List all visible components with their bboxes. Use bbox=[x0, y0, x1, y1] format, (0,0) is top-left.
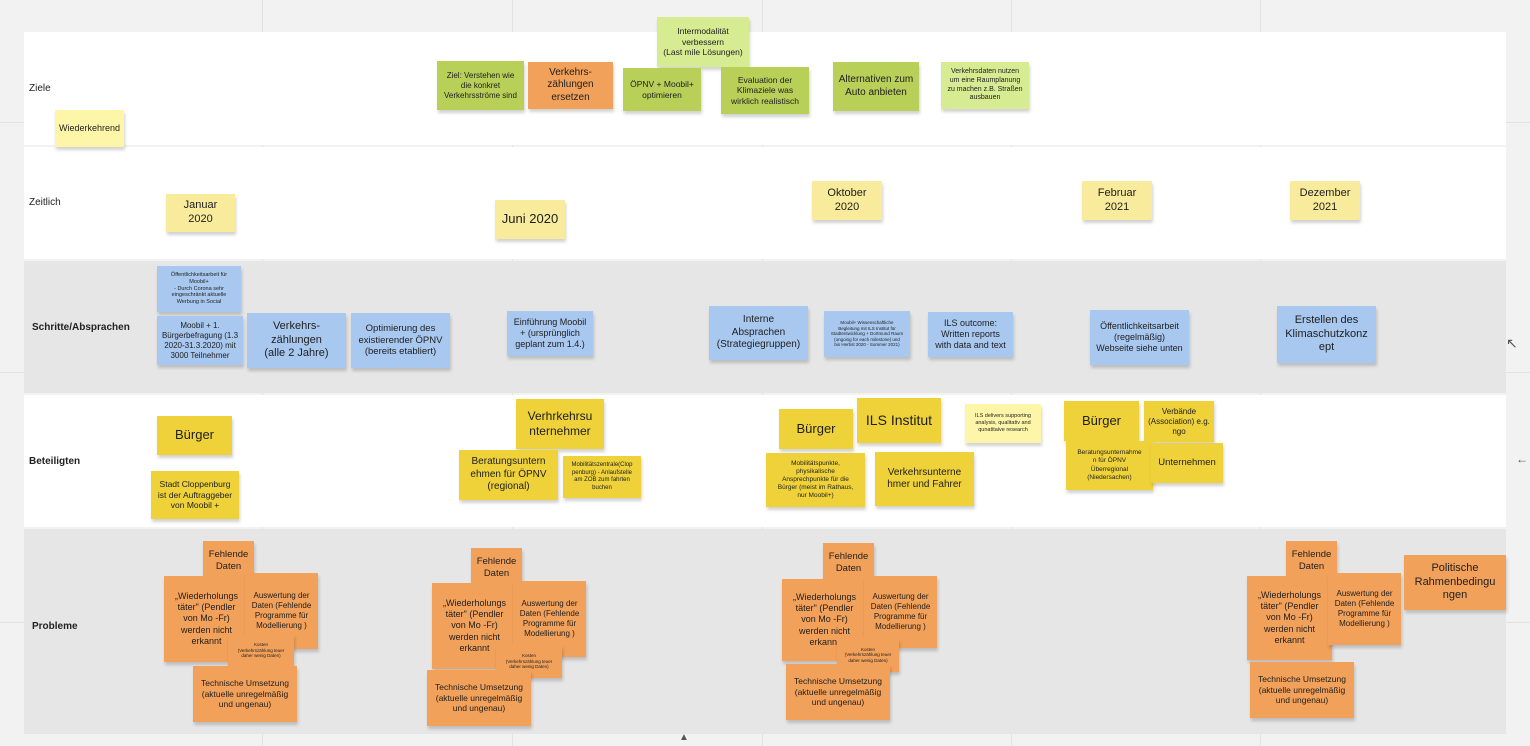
sticky-note-oktober-2020[interactable]: Oktober 2020 bbox=[812, 181, 882, 220]
sticky-note-oepnv-optimieren[interactable]: ÖPNV + Moobil+ optimieren bbox=[623, 68, 701, 111]
lane-beteiligten bbox=[24, 395, 1506, 527]
sticky-note-verbaende[interactable]: Verbände (Association) e.g. ngo bbox=[1144, 401, 1214, 442]
sticky-note-beratung-regional[interactable]: Beratungsuntern ehmen für ÖPNV (regional… bbox=[459, 450, 558, 500]
lane-title-beteiligten: Beteiligten bbox=[29, 456, 81, 467]
sticky-note-februar-2021[interactable]: Februar 2021 bbox=[1082, 181, 1152, 220]
sticky-note-politische-rahmenbedingungen[interactable]: Politische Rahmenbedingu ngen bbox=[1404, 555, 1506, 610]
arrow-collapse-icon[interactable]: ↖ bbox=[1506, 335, 1518, 351]
sticky-note-kosten[interactable]: Kosten (Verkehrszählung teuer daher weni… bbox=[228, 634, 294, 667]
sticky-note-mobilitaetspunkte[interactable]: Mobilitätspunkte, physikalische Ansprech… bbox=[766, 453, 865, 507]
sticky-note-intermodalitaet[interactable]: Intermodalität verbessern (Last mile Lös… bbox=[657, 17, 749, 67]
sticky-note-auswertung-daten[interactable]: Auswertung der Daten (Fehlende Programme… bbox=[513, 581, 586, 657]
sticky-note-ziel-verstehen[interactable]: Ziel: Verstehen wie die konkret Verkehrs… bbox=[437, 61, 524, 110]
sticky-note-ils-institut[interactable]: ILS Institut bbox=[857, 398, 941, 443]
sticky-note-unternehmen[interactable]: Unternehmen bbox=[1151, 443, 1223, 483]
sticky-note-technische-umsetzung[interactable]: Technische Umsetzung (aktuelle unregelmä… bbox=[786, 664, 890, 720]
sticky-note-auswertung-daten[interactable]: Auswertung der Daten (Fehlende Programme… bbox=[864, 576, 937, 648]
sticky-note-buergerbefragung[interactable]: Moobil + 1. Bürgerbefragung (1.3 2020-31… bbox=[157, 316, 243, 365]
sticky-note-mobilitaetszentrale[interactable]: Mobilitätszentrale(Clop penburg) - Anlau… bbox=[563, 456, 641, 498]
sticky-note-oeffentlichkeitsarbeit-moobil[interactable]: Öffentlichkeitsarbeit für Moobil+ - Durc… bbox=[157, 266, 241, 312]
sticky-note-ils-outcome[interactable]: ILS outcome: Written reports with data a… bbox=[928, 312, 1013, 357]
lane-title-schritte: Schritte/Absprachen bbox=[32, 322, 130, 333]
sticky-note-technische-umsetzung[interactable]: Technische Umsetzung (aktuelle unregelmä… bbox=[193, 666, 297, 722]
lane-title-zeitlich: Zeitlich bbox=[29, 197, 61, 208]
sticky-note-technische-umsetzung[interactable]: Technische Umsetzung (aktuelle unregelmä… bbox=[427, 670, 531, 726]
sticky-note-wissenschaftliche-begleitung[interactable]: Moobil+ Wissenschaftliche Begleitung mit… bbox=[824, 311, 910, 357]
sticky-note-fehlende-daten[interactable]: Fehlende Daten bbox=[1286, 541, 1337, 581]
sticky-note-buerger-2[interactable]: Bürger bbox=[779, 409, 853, 449]
sticky-note-fehlende-daten[interactable]: Fehlende Daten bbox=[823, 543, 874, 583]
sticky-note-interne-absprachen[interactable]: Interne Absprachen (Strategiegruppen) bbox=[709, 306, 808, 360]
sticky-note-beratung-ueberregional[interactable]: Beratungsunternahme n für ÖPNV Überregio… bbox=[1066, 441, 1153, 490]
sticky-note-fehlende-daten[interactable]: Fehlende Daten bbox=[471, 548, 522, 588]
sticky-note-evaluation[interactable]: Evaluation der Klimaziele was wirklich r… bbox=[721, 67, 809, 114]
sticky-note-verkehrsunternehmer[interactable]: Verhrkehrsu nternehmer bbox=[516, 399, 604, 449]
sticky-note-alternativen[interactable]: Alternativen zum Auto anbieten bbox=[833, 62, 919, 111]
sticky-note-verkehrsunternehmer-fahrer[interactable]: Verkehrsunterne hmer und Fahrer bbox=[875, 452, 974, 506]
sticky-note-stadt-cloppenburg[interactable]: Stadt Cloppenburg ist der Auftraggeber v… bbox=[151, 471, 239, 519]
lane-title-probleme: Probleme bbox=[32, 621, 78, 632]
sticky-note-juni-2020[interactable]: Juni 2020 bbox=[495, 200, 565, 239]
sticky-note-buerger-3[interactable]: Bürger bbox=[1064, 401, 1139, 441]
sticky-note-wiederholungstaeter[interactable]: „Wiederholungs täter" (Pendler von Mo -F… bbox=[1247, 576, 1332, 660]
arrow-left-icon[interactable]: ← bbox=[1516, 452, 1528, 466]
sticky-note-technische-umsetzung[interactable]: Technische Umsetzung (aktuelle unregelmä… bbox=[1250, 662, 1354, 718]
sticky-note-optimierung-oepnv[interactable]: Optimierung des existierender ÖPNV (bere… bbox=[351, 313, 450, 368]
sticky-note-klimaschutzkonzept[interactable]: Erstellen des Klimaschutzkonz ept bbox=[1277, 306, 1376, 363]
sticky-note-verkehrszaehlungen[interactable]: Verkehrs- zählungen (alle 2 Jahre) bbox=[247, 313, 346, 368]
sticky-note-verkehrsdaten[interactable]: Verkehrsdaten nutzen um eine Raumplanung… bbox=[941, 62, 1029, 109]
sticky-note-einfuehrung-moobil[interactable]: Einführung Moobil + (ursprünglich geplan… bbox=[507, 311, 593, 356]
sticky-note-ils-delivers[interactable]: ILS delivers supporting analysis, qualit… bbox=[965, 404, 1041, 443]
sticky-note-verkehrszaehlungen-ersetzen[interactable]: Verkehrs- zählungen ersetzen bbox=[528, 62, 613, 109]
sticky-note-dezember-2021[interactable]: Dezember 2021 bbox=[1290, 181, 1360, 220]
sticky-note-januar-2020[interactable]: Januar 2020 bbox=[166, 194, 235, 232]
sticky-note-wiederkehrend[interactable]: Wiederkehrend bbox=[55, 110, 124, 147]
lane-title-ziele: Ziele bbox=[29, 83, 51, 94]
sticky-note-buerger-1[interactable]: Bürger bbox=[157, 416, 232, 455]
sticky-note-auswertung-daten[interactable]: Auswertung der Daten (Fehlende Programme… bbox=[1328, 573, 1401, 645]
sticky-note-oeffentlichkeitsarbeit-regelmaessig[interactable]: Öffentlichkeitsarbeit (regelmäßig) Webse… bbox=[1090, 310, 1189, 365]
lane-zeitlich bbox=[24, 147, 1506, 259]
caret-up-icon[interactable]: ▲ bbox=[679, 732, 689, 743]
